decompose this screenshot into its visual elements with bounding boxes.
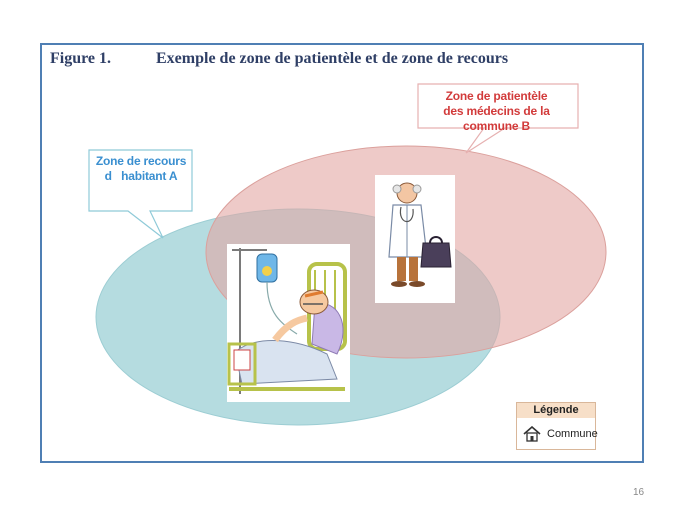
callout-b-bubble [417,83,579,154]
legend-item-commune: Commune [517,418,598,450]
callout-zone-patientele-b: Zone de patientèle des médecins de la co… [419,89,574,134]
legend-title: Légende [517,403,595,418]
callout-a-line2: d habitant A [104,169,178,183]
callout-a-line1: Zone de recours [95,154,187,168]
legend-item-label: Commune [547,428,598,440]
callout-b-line1: Zone de patientèle [445,89,548,103]
page-number: 16 [633,487,645,498]
doctor-illustration [375,175,455,303]
house-icon [523,425,541,447]
legend: Légende Commune [516,402,598,450]
callout-zone-recours-a: Zone de recours d habitant A [92,154,190,184]
figure-caption: Exemple de zone de patientèle et de zone… [156,50,509,67]
callout-b-line2: des médecins de la commune B [443,104,550,133]
figure-title: Figure 1. Exemple de zone de patientèle e… [50,50,508,68]
callout-a-bubble [88,149,193,239]
patient-in-bed-illustration [227,244,350,402]
figure-number: Figure 1. [50,50,112,67]
